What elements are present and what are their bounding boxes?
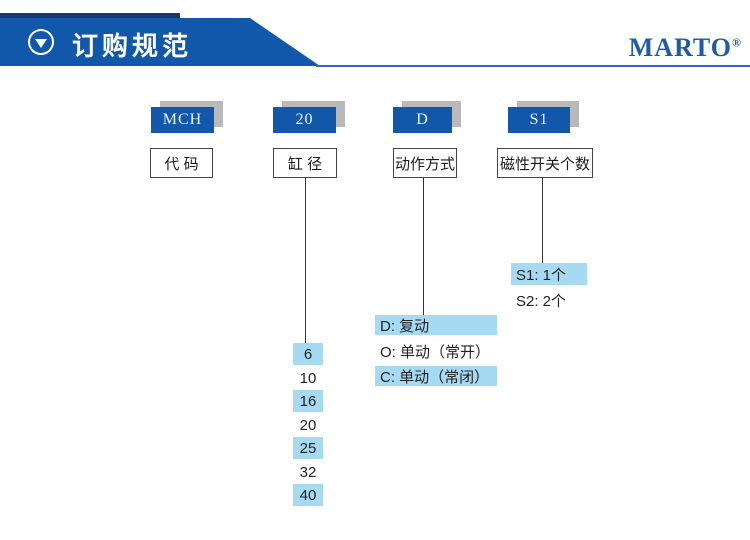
code-box-switch: S1 (508, 107, 570, 133)
label-box-bore: 缸 径 (273, 148, 337, 178)
switch-option-s2: S2: 2个 (516, 292, 567, 310)
page-title: 订购规范 (72, 31, 193, 61)
registered-mark: ® (732, 35, 742, 50)
connector-line-switch (542, 178, 543, 263)
bore-option-40: 40 (293, 484, 323, 506)
code-box-bore: 20 (273, 107, 336, 133)
connector-line-action (423, 178, 424, 315)
bore-option-32: 32 (299, 463, 317, 481)
action-option-d: D: 复动 (375, 315, 497, 335)
action-option-c: C: 单动（常闭） (375, 366, 497, 386)
code-box-action: D (393, 107, 452, 133)
down-arrow-icon (28, 29, 54, 55)
switch-option-s1: S1: 1个 (511, 263, 587, 285)
bore-option-25: 25 (293, 437, 323, 459)
label-box-switch: 磁性开关个数 (497, 148, 593, 178)
brand-logo-text: MARTO (628, 33, 733, 62)
brand-logo: MARTO® (629, 33, 742, 63)
down-arrow-triangle (35, 38, 47, 48)
connector-line-bore (305, 178, 306, 343)
header-accent-bar (0, 13, 180, 18)
bore-option-6: 6 (293, 343, 323, 365)
bore-option-20: 20 (299, 416, 317, 434)
bore-option-16: 16 (293, 390, 323, 412)
label-box-action: 动作方式 (393, 148, 457, 178)
label-box-code: 代 码 (150, 148, 213, 178)
code-box-mch: MCH (151, 107, 214, 133)
bore-option-10: 10 (299, 369, 317, 387)
header-underline (316, 65, 750, 67)
action-option-o: O: 单动（常开） (380, 343, 491, 361)
header-banner: 订购规范 (0, 18, 320, 66)
